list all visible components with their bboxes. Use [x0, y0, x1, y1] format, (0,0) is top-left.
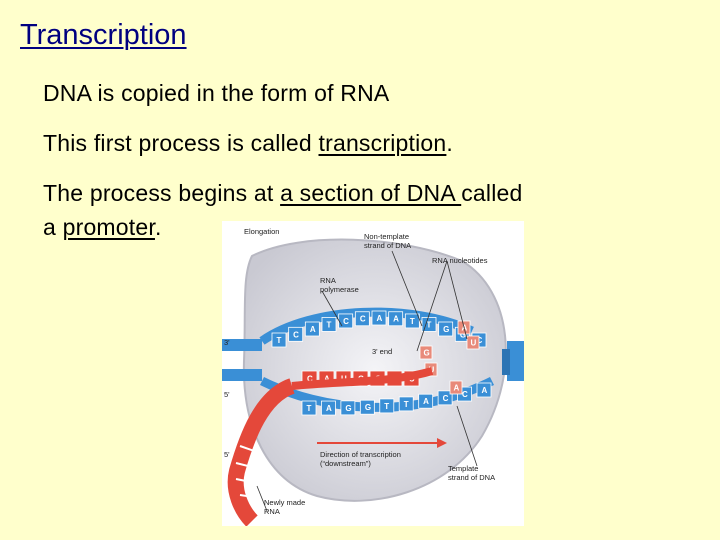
bottom-base-tile: [476, 382, 492, 398]
direction-arrowhead: [437, 438, 447, 448]
non-template-label-2: strand of DNA: [364, 241, 411, 250]
newly-made-label-1: Newly made: [264, 498, 305, 507]
top-base-letter: T: [277, 336, 282, 345]
top-base-letter: A: [310, 325, 316, 334]
top-base-letter: A: [377, 314, 383, 323]
top-base-letter: C: [293, 330, 299, 339]
top-base-tile: [404, 313, 420, 329]
bottom-base-letter: T: [384, 402, 389, 411]
elongation-heading: Elongation: [244, 227, 279, 236]
bullet-line-3: The process begins at a section of DNA c…: [43, 180, 523, 208]
bottom-base-tile: [321, 400, 336, 416]
top-base-tile: [288, 326, 304, 342]
top-base-letter: T: [410, 317, 415, 326]
template-label-2: strand of DNA: [448, 473, 495, 482]
bottom-base-letter: A: [482, 386, 488, 395]
slide-title: Transcription: [20, 19, 187, 51]
bottom-base-letter: G: [345, 404, 351, 413]
transcription-term: transcription: [318, 130, 447, 156]
top-base-tile: [271, 332, 287, 348]
bottom-base-letter: T: [404, 400, 409, 409]
top-base-tile: [321, 317, 337, 332]
top-base-letter: C: [477, 336, 483, 345]
rna-polymerase-label-2: polymerase: [320, 285, 359, 294]
dna-right-strand-2: [502, 349, 510, 375]
line-2-text: This first process is called: [43, 130, 319, 156]
bottom-base-tile: [398, 396, 414, 412]
rna-polymerase-bubble: [242, 238, 507, 502]
pointer-lines: [256, 250, 478, 512]
bottom-base-letter: G: [365, 403, 371, 412]
bottom-base-tile: [301, 400, 317, 416]
free-base-letter: U: [471, 339, 477, 348]
dna-left-top-strand: [222, 339, 262, 351]
top-base-letter: G: [460, 330, 466, 339]
line-1-text: DNA is copied in the form of RNA: [43, 80, 390, 106]
rna-strand: [291, 367, 434, 390]
top-base-letter: G: [443, 325, 449, 334]
free-base-letter: G: [424, 349, 430, 358]
top-base-letter: C: [360, 315, 366, 324]
dna-right-strand: [507, 341, 524, 381]
rna-base-letter: C: [307, 375, 313, 384]
free-base-tile: [419, 345, 433, 360]
direction-label-2: (“downstream”): [320, 459, 371, 468]
bottom-base-letter: A: [326, 404, 332, 413]
top-base-tile: [438, 321, 454, 337]
line-3-end: called: [461, 180, 523, 206]
bottom-base-tile: [340, 400, 356, 416]
rna-tail-bases: [235, 445, 261, 499]
newly-made-label-2: RNA: [264, 507, 280, 516]
rna-base-letter: A: [324, 375, 330, 384]
free-base-letter: A: [454, 384, 460, 393]
top-base-letter: T: [427, 320, 432, 329]
top-base-letter: C: [343, 317, 349, 326]
bottom-base-letter: C: [462, 390, 468, 399]
newly-made-rna: [227, 378, 296, 526]
bottom-base-tile: [437, 390, 453, 406]
line-4-period: .: [154, 214, 162, 240]
rna-polymerase-label-1: RNA: [320, 276, 336, 285]
top-base-letter: A: [393, 315, 399, 324]
bottom-base-tile: [379, 398, 395, 414]
top-bases: T C A T C C A A T T G G C: [271, 310, 487, 348]
five-prime-marker-bottom: 5': [224, 450, 230, 459]
bottom-base-letter: A: [423, 397, 429, 406]
template-label-1: Template: [448, 464, 478, 473]
top-base-tile: [304, 321, 320, 337]
rna-nucleotides-label: RNA nucleotides: [432, 256, 488, 265]
line-3-text: The process begins at: [43, 180, 281, 206]
line-4-text: a: [43, 214, 63, 240]
dna-section-term: a section of DNA: [280, 180, 462, 206]
top-base-tile: [388, 311, 404, 327]
free-base-tile: [449, 380, 463, 395]
direction-label-1: Direction of transcription: [320, 450, 401, 459]
bottom-base-tile: [359, 399, 375, 415]
top-base-tile: [421, 317, 437, 332]
bullet-line-2: This first process is called transcripti…: [43, 130, 453, 158]
top-base-tile: [371, 310, 387, 326]
bottom-base-letter: C: [443, 394, 449, 403]
three-prime-marker: 3': [224, 338, 230, 347]
promoter-term: promoter: [62, 214, 155, 240]
bullet-line-4: a promoter.: [43, 214, 162, 242]
dna-left-bottom-strand: [222, 369, 262, 381]
bottom-base-letter: T: [307, 404, 312, 413]
top-base-letter: T: [327, 320, 332, 329]
top-base-tile: [354, 311, 370, 327]
bullet-line-1: DNA is copied in the form of RNA: [43, 80, 389, 108]
free-base-tile: [466, 335, 480, 350]
non-template-label-1: Non-template: [364, 232, 409, 241]
three-prime-end-label: 3' end: [372, 347, 392, 356]
bottom-base-tile: [418, 393, 434, 409]
line-2-period: .: [446, 130, 453, 156]
five-prime-marker-mid: 5': [224, 390, 230, 399]
